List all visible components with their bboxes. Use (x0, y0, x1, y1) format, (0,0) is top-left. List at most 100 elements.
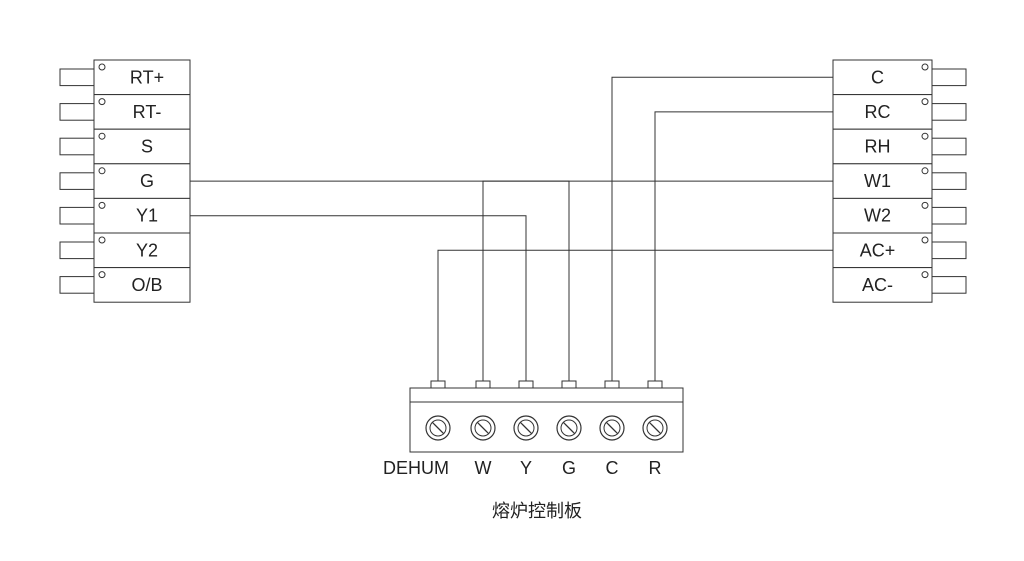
connector-tab (931, 241, 967, 260)
left-terminal-g: G (59, 163, 191, 199)
board-terminal-c: C (599, 380, 625, 478)
terminal-cell (832, 267, 933, 303)
wire-w1-to-w (482, 180, 833, 381)
connector-tab (59, 68, 95, 87)
pin-icon (647, 380, 663, 389)
board-terminal-w: W (470, 380, 496, 478)
terminal-label: RT- (133, 102, 162, 122)
right-terminal-w2: W2 (832, 197, 967, 234)
pin-icon (561, 380, 577, 389)
terminal-cell (832, 197, 933, 234)
terminal-cell (832, 59, 933, 96)
terminal-cell (93, 128, 191, 165)
wire-rc-to-r (654, 111, 833, 381)
screw-hole-icon (98, 132, 106, 140)
board-terminal-y: Y (513, 380, 539, 478)
wires (190, 76, 833, 381)
board-terminal-label: C (606, 458, 619, 478)
pin-icon (430, 380, 446, 389)
terminal-cell (832, 163, 933, 199)
right-terminal-ac-: AC- (832, 267, 967, 303)
right-terminal-w1: W1 (832, 163, 967, 199)
terminal-label: O/B (131, 275, 162, 295)
pin-icon (475, 380, 491, 389)
right-terminal-rh: RH (832, 128, 967, 165)
board-body (409, 387, 684, 453)
screw-hole-icon (921, 98, 929, 106)
connector-tab (59, 276, 95, 294)
screw-slot-icon (433, 423, 445, 435)
screw-hole-icon (921, 271, 929, 279)
terminal-cell (93, 59, 191, 96)
connector-tab (931, 276, 967, 294)
screw-slot-icon (650, 423, 662, 435)
wire-ac--to-dehum (437, 249, 833, 381)
connector-tab (931, 137, 967, 156)
board-terminal-dehum: DEHUM (383, 380, 451, 478)
board-terminal-label: DEHUM (383, 458, 449, 478)
board-terminal-label: R (649, 458, 662, 478)
terminal-label: W1 (864, 171, 891, 191)
screw-hole-icon (921, 132, 929, 140)
screw-hole-icon (98, 236, 106, 244)
screw-slot-icon (564, 423, 576, 435)
screw-hole-icon (98, 271, 106, 279)
connector-tab (59, 241, 95, 260)
terminal-label: W2 (864, 206, 891, 226)
pin-icon (518, 380, 534, 389)
screw-hole-icon (921, 236, 929, 244)
terminal-label: C (871, 67, 884, 87)
left-terminal-rt-: RT+ (59, 59, 191, 96)
board-terminal-label: Y (520, 458, 532, 478)
connector-tab (931, 103, 967, 121)
connector-tab (59, 137, 95, 156)
connector-tab (59, 172, 95, 190)
left-terminal-y1: Y1 (59, 197, 191, 234)
right-terminal-c: C (832, 59, 967, 96)
screw-slot-icon (607, 423, 619, 435)
connector-tab (59, 206, 95, 225)
connector-tab (931, 68, 967, 87)
left-terminal-rt-: RT- (59, 94, 191, 130)
screw-hole-icon (921, 201, 929, 209)
board-terminal-label: W (475, 458, 492, 478)
furnace-control-board: DEHUM W Y G C R (383, 380, 684, 478)
screw-hole-icon (98, 98, 106, 106)
screw-hole-icon (98, 63, 106, 71)
terminal-label: RT+ (130, 67, 164, 87)
board-terminal-label: G (562, 458, 576, 478)
left-terminal-s: S (59, 128, 191, 165)
wire-y1-to-y (190, 215, 527, 381)
terminal-label: AC- (862, 275, 893, 295)
terminal-label: G (140, 171, 154, 191)
board-title: 熔炉控制板 (492, 501, 582, 522)
left-terminal-o-b: O/B (59, 267, 191, 303)
connector-tab (931, 206, 967, 225)
connector-tab (931, 172, 967, 190)
terminal-label: S (141, 137, 153, 157)
screw-slot-icon (478, 423, 490, 435)
terminal-label: RH (865, 137, 891, 157)
terminal-cell (93, 232, 191, 269)
terminal-label: AC+ (860, 240, 896, 260)
terminal-cell (93, 94, 191, 130)
screw-hole-icon (921, 167, 929, 175)
pin-icon (604, 380, 620, 389)
terminal-cell (93, 163, 191, 199)
screw-hole-icon (98, 167, 106, 175)
screw-hole-icon (98, 201, 106, 209)
terminal-cell (832, 128, 933, 165)
terminal-cell (93, 267, 191, 303)
left-terminal-y2: Y2 (59, 232, 191, 269)
board-terminal-r: R (642, 380, 668, 478)
terminal-label: Y2 (136, 240, 158, 260)
wire-c-to-c (611, 76, 833, 381)
terminal-label: RC (865, 102, 891, 122)
board-terminal-g: G (556, 380, 582, 478)
right-terminal-rc: RC (832, 94, 967, 130)
screw-hole-icon (921, 63, 929, 71)
screw-slot-icon (521, 423, 533, 435)
